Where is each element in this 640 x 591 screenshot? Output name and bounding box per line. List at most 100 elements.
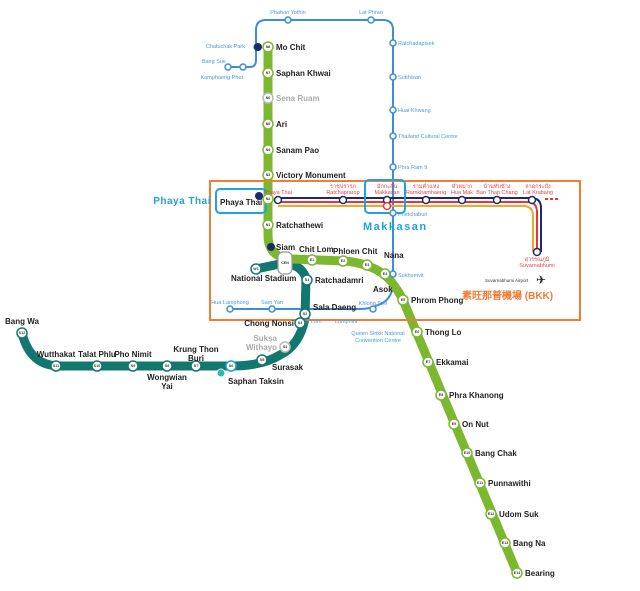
station-marker[interactable]: S3 (294, 317, 306, 329)
station-marker[interactable]: S1 (301, 274, 313, 286)
station-label: Bang Wa (5, 317, 39, 326)
station-marker[interactable] (389, 106, 397, 114)
station-code: N8 (266, 45, 271, 49)
station-marker[interactable]: S12 (16, 327, 28, 339)
station-marker[interactable]: E5 (397, 294, 409, 306)
station-code: N4 (266, 148, 271, 152)
station-marker[interactable]: N7 (262, 67, 274, 79)
station-marker[interactable] (226, 305, 234, 313)
station-marker[interactable] (389, 209, 397, 217)
info-icon-siam (267, 243, 275, 251)
station-label: สุวรรณภูมิ (525, 256, 550, 263)
station-code: S10 (94, 364, 100, 368)
station-marker[interactable]: N1 (262, 219, 274, 231)
station-marker[interactable] (421, 195, 431, 205)
station-label: Punnawithi (488, 479, 531, 488)
station-label: Ratchaprarop (326, 190, 359, 196)
station-marker[interactable]: S2 (299, 308, 311, 320)
station-code: E10 (464, 451, 470, 455)
station-label: Ramkhamhaeng (406, 190, 446, 196)
station-marker[interactable]: E7 (422, 356, 434, 368)
station-label: Hua Mak (451, 190, 473, 196)
station-code: W1 (253, 267, 258, 271)
station-label: Lat Krabang (523, 190, 553, 196)
station-marker[interactable] (268, 305, 276, 313)
station-marker[interactable]: E13 (499, 537, 511, 549)
station-marker[interactable]: S10 (91, 360, 103, 372)
station-code: N2 (266, 197, 271, 201)
station-marker[interactable] (532, 247, 542, 257)
station-marker[interactable]: E6 (411, 326, 423, 338)
station-marker[interactable]: S9 (127, 360, 139, 372)
station-marker[interactable]: E8 (435, 389, 447, 401)
station-marker[interactable]: S7 (190, 360, 202, 372)
station-marker[interactable]: N3 (262, 169, 274, 181)
station-code: S4 (283, 345, 287, 349)
siam-interchange[interactable] (277, 251, 293, 275)
station-marker[interactable]: S4 (279, 341, 291, 353)
station-marker[interactable]: S6 (225, 360, 237, 372)
station-code: E4 (383, 272, 387, 276)
station-marker[interactable] (382, 201, 392, 211)
station-label: On Nut (462, 420, 489, 429)
station-label: Saphan Khwai (276, 69, 331, 78)
station-marker[interactable]: S11 (50, 360, 62, 372)
station-label: Ratchathewi (276, 221, 323, 230)
boat-pier-icon (216, 368, 226, 378)
station-marker[interactable]: W1 (250, 263, 262, 275)
silom-line (17, 259, 311, 371)
station-marker[interactable]: E14 (511, 567, 523, 579)
station-label: Ban Thap Chang (476, 190, 518, 196)
station-code: N1 (266, 223, 271, 227)
station-marker[interactable]: N8 (262, 41, 274, 53)
station-label: มักกะสัน (377, 183, 398, 190)
station-marker[interactable] (389, 73, 397, 81)
station-marker[interactable]: N4 (262, 144, 274, 156)
station-label: ราชปรารภ (330, 183, 356, 190)
station-marker[interactable] (239, 63, 247, 71)
station-marker[interactable]: N6 (262, 92, 274, 104)
station-code: E2 (341, 259, 345, 263)
station-marker[interactable]: E12 (485, 508, 497, 520)
station-marker[interactable]: N2 (262, 193, 274, 205)
station-marker[interactable]: E11 (474, 477, 486, 489)
station-marker[interactable] (367, 16, 375, 24)
station-marker[interactable]: E1 (306, 254, 318, 266)
station-marker[interactable]: N5 (262, 118, 274, 130)
station-marker[interactable]: E10 (461, 447, 473, 459)
station-code: N6 (266, 96, 271, 100)
station-marker[interactable]: S8 (161, 360, 173, 372)
station-marker[interactable] (224, 63, 232, 71)
station-marker[interactable] (284, 16, 292, 24)
station-marker[interactable]: S5 (256, 354, 268, 366)
station-code: E9 (452, 422, 456, 426)
station-code: E8 (439, 393, 443, 397)
station-marker[interactable] (457, 195, 467, 205)
station-marker[interactable] (492, 195, 502, 205)
station-code: S2 (303, 312, 307, 316)
station-code: E1 (310, 258, 314, 262)
station-marker[interactable] (369, 305, 377, 313)
station-label: Pho Nimit (114, 350, 152, 359)
station-code: S1 (305, 278, 309, 282)
station-marker[interactable] (273, 195, 283, 205)
station-marker[interactable] (389, 39, 397, 47)
makkasan-focus-box (364, 179, 406, 214)
station-marker[interactable] (389, 163, 397, 171)
station-marker[interactable] (389, 270, 397, 278)
station-label: Sena Ruam (276, 94, 320, 103)
station-marker[interactable] (389, 132, 397, 140)
station-marker[interactable] (527, 195, 537, 205)
makkasan-callout: Makkasan (363, 221, 428, 233)
station-marker[interactable]: E2 (337, 255, 349, 267)
station-code: S3 (298, 321, 302, 325)
station-marker[interactable]: E9 (448, 418, 460, 430)
station-label: Phaya Thai (264, 190, 292, 196)
station-marker[interactable] (338, 195, 348, 205)
station-label: Kamphaeng Phet (200, 75, 243, 81)
station-marker[interactable]: E3 (361, 259, 373, 271)
station-marker[interactable]: E4 (379, 268, 391, 280)
